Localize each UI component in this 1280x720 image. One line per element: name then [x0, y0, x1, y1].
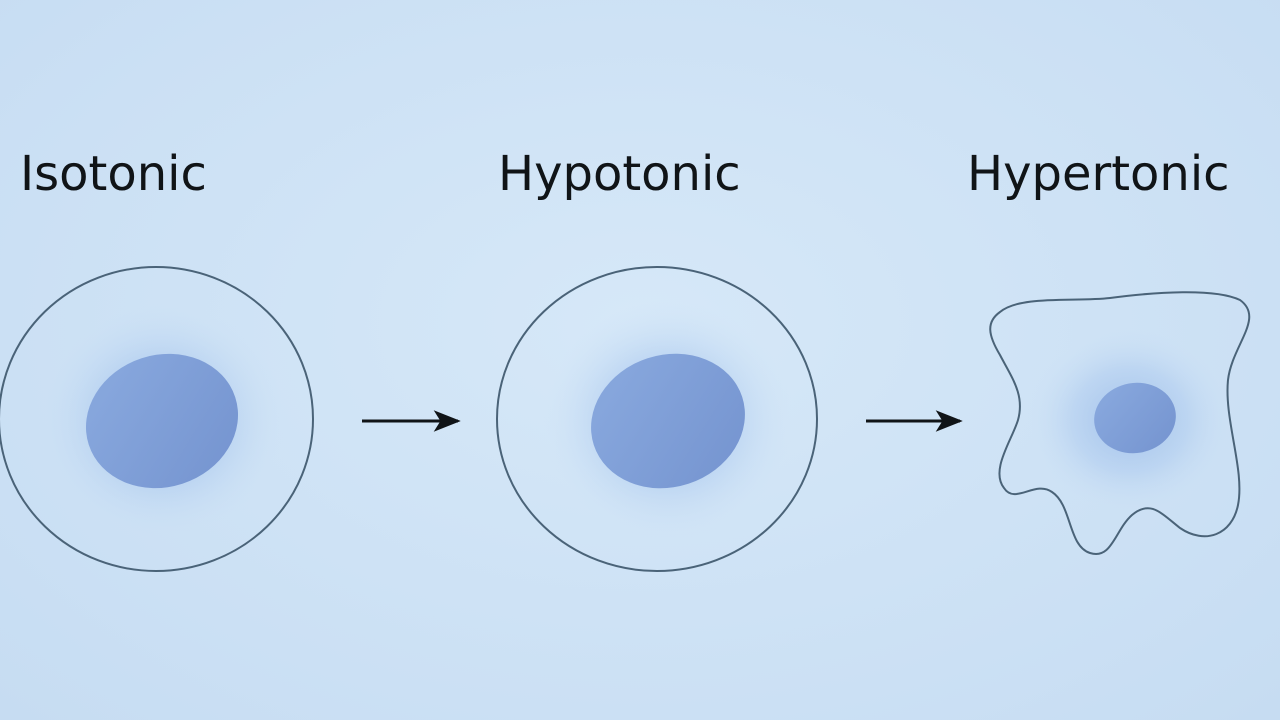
cell-membrane — [989, 291, 1251, 556]
cell-membrane — [0, 266, 314, 572]
label-hypotonic: Hypotonic — [498, 146, 741, 202]
nucleus — [591, 353, 745, 489]
cell-hypotonic — [496, 266, 818, 572]
cell-isotonic — [0, 266, 314, 572]
nucleus — [1094, 382, 1176, 454]
cell-membrane — [496, 266, 818, 572]
label-isotonic: Isotonic — [20, 146, 207, 202]
label-hypertonic: Hypertonic — [967, 146, 1230, 202]
nucleus — [85, 353, 239, 489]
cell-hypertonic — [989, 291, 1251, 556]
